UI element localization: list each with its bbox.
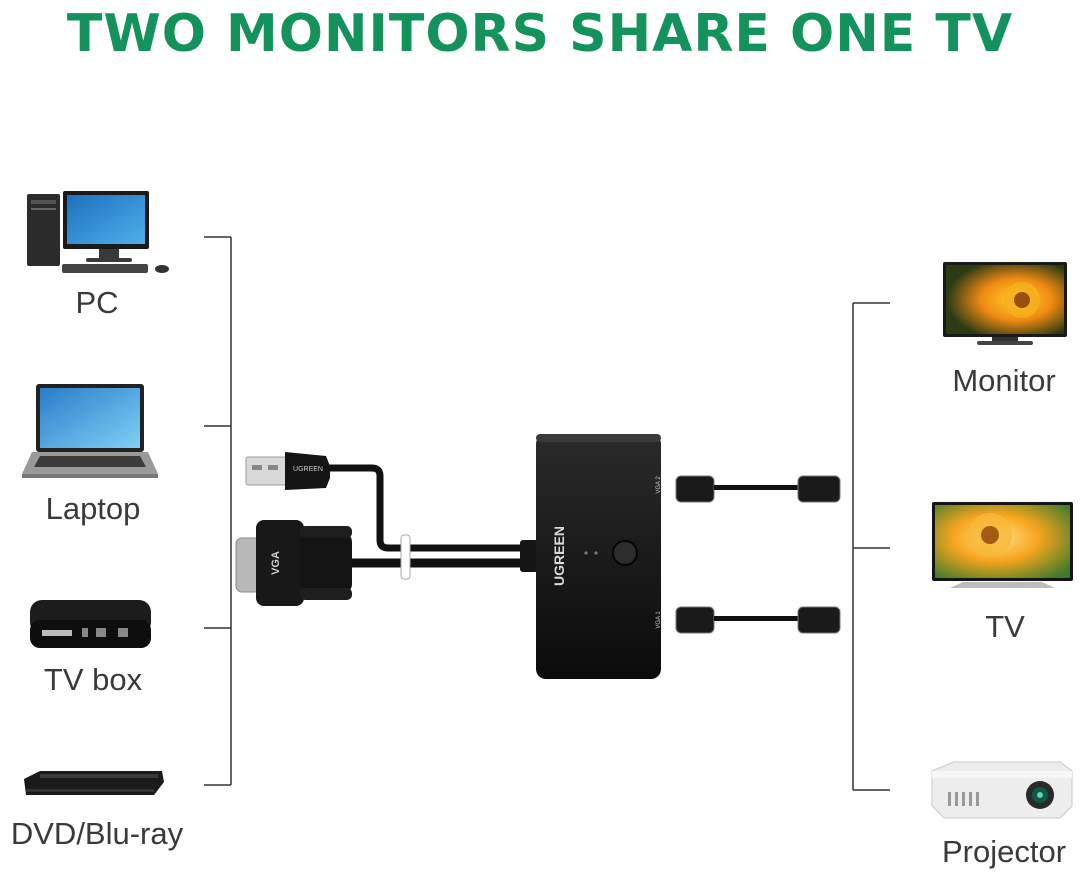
vga-plug-icon (235, 520, 352, 606)
source-label-tv-box: TV box (43, 662, 143, 697)
page-title: TWO MONITORS SHARE ONE TV (66, 4, 1014, 64)
source-label-pc: PC (75, 285, 119, 320)
usb-plug-label: UGREEN (293, 466, 323, 473)
projector-icon (931, 761, 1073, 819)
tv-icon (932, 502, 1073, 588)
left-bracket (204, 236, 232, 786)
usb-plug-icon (245, 452, 330, 490)
switch-button[interactable] (612, 540, 638, 566)
display-label-monitor: Monitor (952, 363, 1056, 398)
port-1-label: VGA 1 (656, 611, 662, 629)
cable-strain-relief (520, 540, 538, 572)
tv-box-icon (30, 600, 151, 648)
source-label-dvd: DVD/Blu-ray (10, 816, 184, 851)
monitor-icon (943, 262, 1067, 345)
source-label-laptop: Laptop (45, 491, 141, 526)
brand-logo-text: UGREEN (551, 526, 567, 586)
laptop-icon (22, 384, 158, 478)
display-label-tv: TV (985, 609, 1025, 644)
output-cable-2 (675, 606, 841, 634)
vga-switch-box (536, 434, 661, 679)
cable-clip (400, 534, 411, 580)
output-cable-1 (675, 475, 841, 503)
vga-plug-label: VGA (270, 551, 282, 575)
dvd-player-icon (24, 771, 164, 795)
desktop-pc-icon (27, 191, 169, 273)
port-2-label: VGA 2 (656, 476, 662, 494)
display-label-projector: Projector (941, 834, 1067, 869)
right-bracket (852, 302, 890, 791)
input-cables (322, 464, 535, 568)
